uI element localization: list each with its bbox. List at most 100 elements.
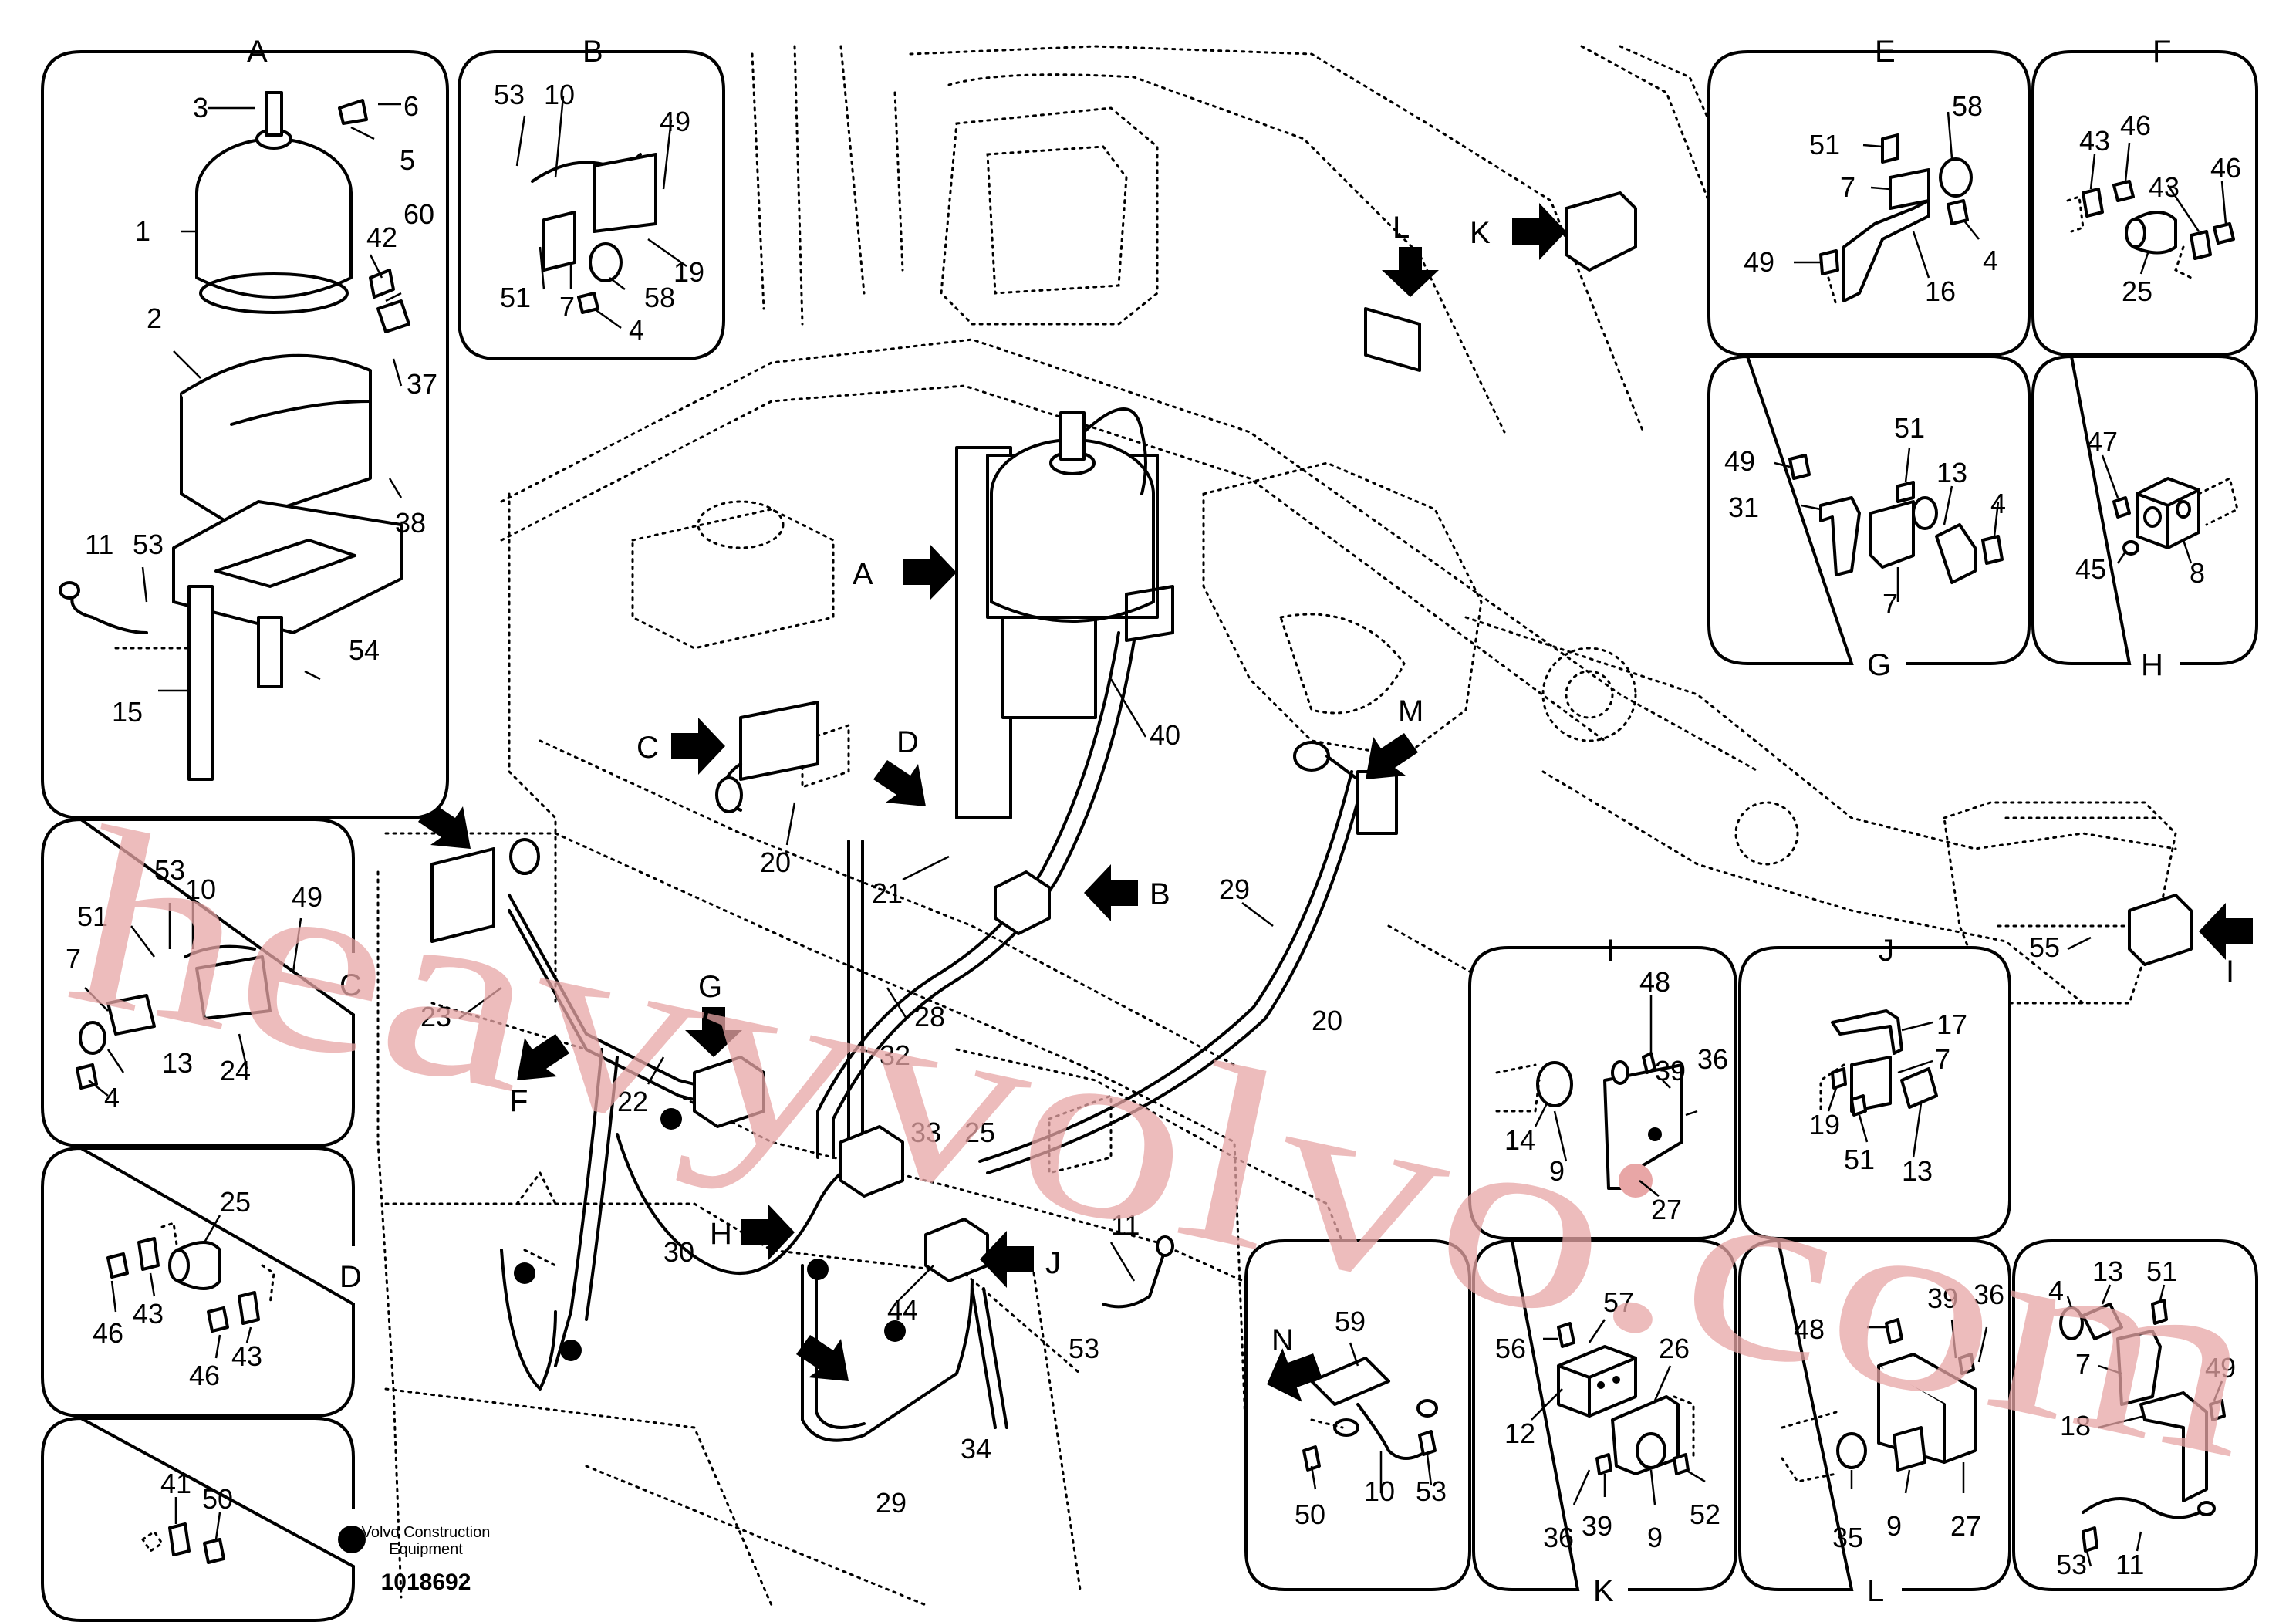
part-label: 7 [1935,1043,1950,1075]
callout-M: M [1398,694,1423,728]
part-label: 10 [1364,1475,1395,1507]
part-label: 1 [135,215,150,247]
part-label: 50 [1295,1499,1325,1530]
part-label: 36 [1543,1522,1574,1553]
hose-32 [847,840,864,1159]
part-label: 28 [914,1001,945,1032]
part-label: 29 [1219,874,1250,905]
part-label: 25 [2122,275,2152,307]
arrow-A-icon [903,544,957,600]
part-label: 10 [185,874,216,905]
arrow-F-icon [517,1034,569,1080]
arrow-G-icon [685,1007,742,1057]
part-label: 33 [910,1117,941,1148]
part-label: 52 [1690,1499,1720,1530]
main-part-labels: 40 20 21 29 28 32 23 22 33 25 30 44 34 2… [420,719,2060,1519]
detail-panel-B: B 53 10 49 19 51 7 58 4 [458,35,725,360]
part-label: 27 [1950,1510,1981,1542]
detail-panel-C: C 53 10 51 49 7 13 24 4 [41,817,362,1147]
part-label: 13 [1936,457,1967,488]
part-label: 25 [964,1117,995,1148]
part-label: 55 [2029,931,2060,963]
part-label: 49 [660,106,690,137]
callout-I: I [2226,955,2234,988]
detail-panel-N: N 59 50 10 53 [1244,1239,1471,1591]
part-label: 3 [193,92,208,123]
part-label: 15 [112,696,143,728]
callout-G: G [698,970,722,1004]
part-label: 11 [2115,1549,2144,1580]
main-assembly-parts [430,191,2193,1442]
detail-panel-L: L 48 39 36 9 35 27 [1738,1238,2011,1608]
detail-panel-I: I 48 39 36 14 9 27 [1468,934,1737,1240]
part-label: 51 [1809,129,1840,161]
part-label: 24 [220,1055,251,1086]
part-label: 14 [1504,1124,1535,1156]
part-label: 43 [133,1298,164,1330]
callout-H: H [710,1217,732,1251]
part-label: 49 [292,881,322,913]
panel-letter-L: L [1867,1574,1884,1608]
machine-chassis-outline [376,45,2177,1607]
part-label: 43 [2079,125,2110,157]
part-label: 49 [2205,1352,2236,1384]
part-label: 31 [1728,492,1759,523]
callout-J: J [1045,1246,1061,1280]
detail-panel-dot-marker: 41 50 [41,1416,366,1622]
publisher-line-2: Equipment [389,1541,463,1558]
detail-panel-F: F 46 43 46 43 25 [2031,35,2258,357]
part-label: 47 [2087,426,2118,458]
part-label: 2 [147,302,162,334]
part-label: 60 [403,198,434,230]
part-label: 56 [1495,1333,1526,1364]
callout-D: D [896,725,919,759]
part-label: 21 [872,877,903,909]
part-label: 4 [1983,245,1998,276]
callout-arrows [418,203,2253,1381]
detail-panel-H: H 47 45 8 [2031,354,2258,682]
part-label: 9 [1549,1155,1565,1187]
part-label: 4 [629,314,644,346]
arrow-L-icon [1382,247,1439,297]
arrow-N-detail-icon [1267,1348,1322,1402]
part-label: 9 [1647,1522,1663,1553]
part-label: 57 [1603,1286,1634,1318]
part-label: 51 [500,282,531,313]
part-label: 25 [220,1186,251,1218]
main-leader-lines [458,678,2092,1301]
part-label: 58 [1952,90,1983,122]
part-label: 53 [133,529,164,560]
part-label: 50 [202,1483,233,1515]
part-label: 29 [876,1487,907,1519]
panel-letter-J: J [1879,934,1894,968]
panel-letter-E: E [1875,35,1896,69]
part-label: 35 [1832,1522,1863,1553]
part-label: 7 [66,943,81,975]
part-label: 13 [1902,1155,1933,1187]
part-label: 43 [2149,171,2180,203]
detail-panel-D: D 25 46 43 46 43 [41,1146,362,1418]
arrow-N-icon [796,1335,849,1381]
part-label: 37 [407,368,437,400]
part-label: 7 [2075,1348,2091,1380]
panel-letter-G: G [1867,648,1891,682]
callout-K: K [1470,216,1491,250]
part-label: 58 [644,282,675,313]
panel-letter-N: N [1271,1323,1294,1357]
callout-F: F [509,1084,528,1118]
part-label: 53 [2056,1549,2087,1580]
arrow-B-icon [1084,864,1138,921]
part-label: 40 [1150,719,1180,751]
part-label: 53 [1069,1333,1099,1364]
part-label: 54 [349,634,380,666]
detail-panel-bracket-18: 4 13 51 7 49 18 53 11 [2012,1239,2258,1591]
part-label: 7 [559,291,575,323]
panel-letter-H: H [2141,648,2163,682]
part-label: 42 [366,221,397,253]
part-label: 5 [400,144,415,176]
part-label: 46 [2210,152,2241,184]
part-label: 13 [162,1047,193,1079]
arrow-H-icon [741,1204,795,1261]
part-label: 10 [544,79,575,110]
